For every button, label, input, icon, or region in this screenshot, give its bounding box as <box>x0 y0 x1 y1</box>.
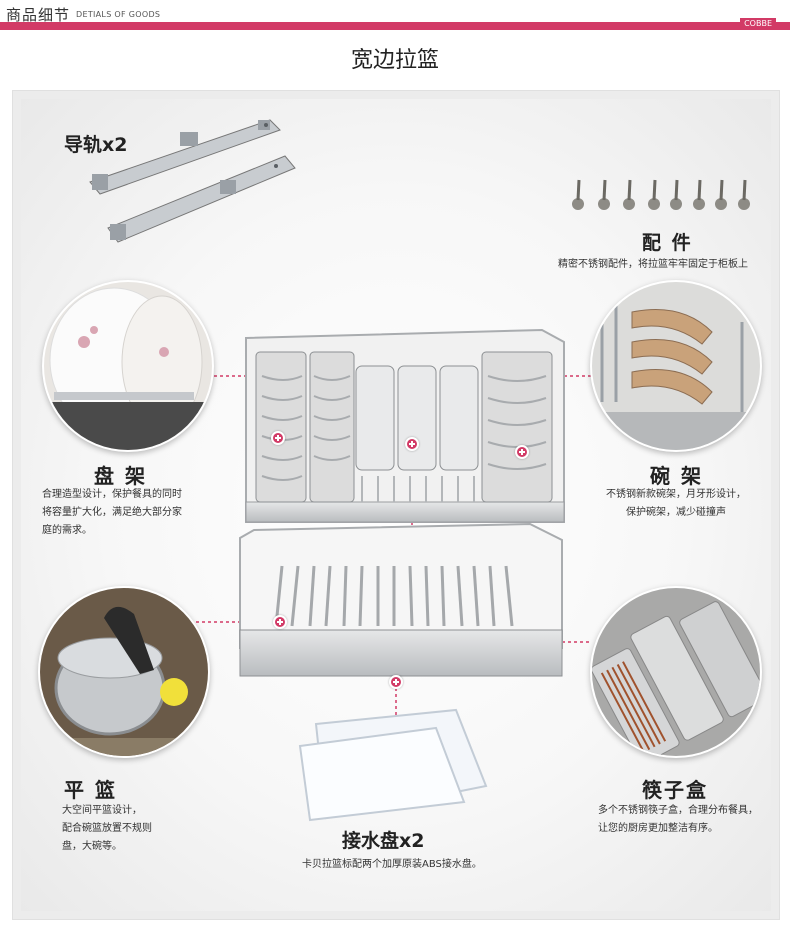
chopstick-box-desc: 多个不锈钢筷子盒，合理分布餐具， 让您的厨房更加整洁有序。 <box>598 805 758 834</box>
basket-illustration <box>239 328 565 677</box>
bowl-rack-desc: 不锈钢新款碗架，月牙形设计， 保护碗架，减少碰撞声 <box>606 489 746 518</box>
fittings-label: 配 件 <box>642 232 693 254</box>
drip-tray-illustration <box>298 708 488 822</box>
flat-basket-label: 平 篮 <box>64 778 117 802</box>
hotspot-flat-basket[interactable] <box>273 615 287 629</box>
flat-basket-desc: 大空间平篮设计， 配合碗篮放置不规则 盘，大碗等。 <box>62 805 152 852</box>
plate-rack-label: 盘 架 <box>94 464 147 488</box>
fittings-desc: 精密不锈钢配件，将拉篮牢牢固定于柜板上 <box>558 259 748 270</box>
rails-label: 导轨x2 <box>64 134 128 156</box>
page-header: 商品细节 DETIALS OF GOODS COBBE <box>0 0 790 32</box>
drip-tray-label: 接水盘x2 <box>342 830 425 852</box>
rails-illustration <box>89 119 296 243</box>
plate-rack-desc: 合理造型设计，保护餐具的同时 将容量扩大化，满足绝大部分家 庭的需求。 <box>42 489 182 536</box>
header-accent-bar <box>0 22 790 30</box>
chopstick-box-label: 筷子盒 <box>642 778 708 802</box>
hotspot-bowl-rack[interactable] <box>515 445 529 459</box>
drip-tray-desc: 卡贝拉篮标配两个加厚原装ABS接水盘。 <box>302 859 482 870</box>
hotspot-chopstick-box[interactable] <box>405 437 419 451</box>
brand-name: COBBE <box>740 18 776 30</box>
bowl-rack-label: 碗 架 <box>650 464 703 488</box>
hotspot-plate-rack[interactable] <box>271 431 285 445</box>
section-title: 宽边拉篮 <box>350 48 439 73</box>
chopstick-box-photo <box>590 586 762 758</box>
header-subtitle: DETIALS OF GOODS <box>76 10 161 19</box>
bowl-rack-photo <box>590 280 762 452</box>
header-title: 商品细节 <box>6 6 71 24</box>
plate-rack-photo <box>42 280 214 452</box>
screws-illustration <box>572 179 750 210</box>
flat-basket-photo <box>38 586 210 758</box>
hotspot-drip-tray[interactable] <box>389 675 403 689</box>
